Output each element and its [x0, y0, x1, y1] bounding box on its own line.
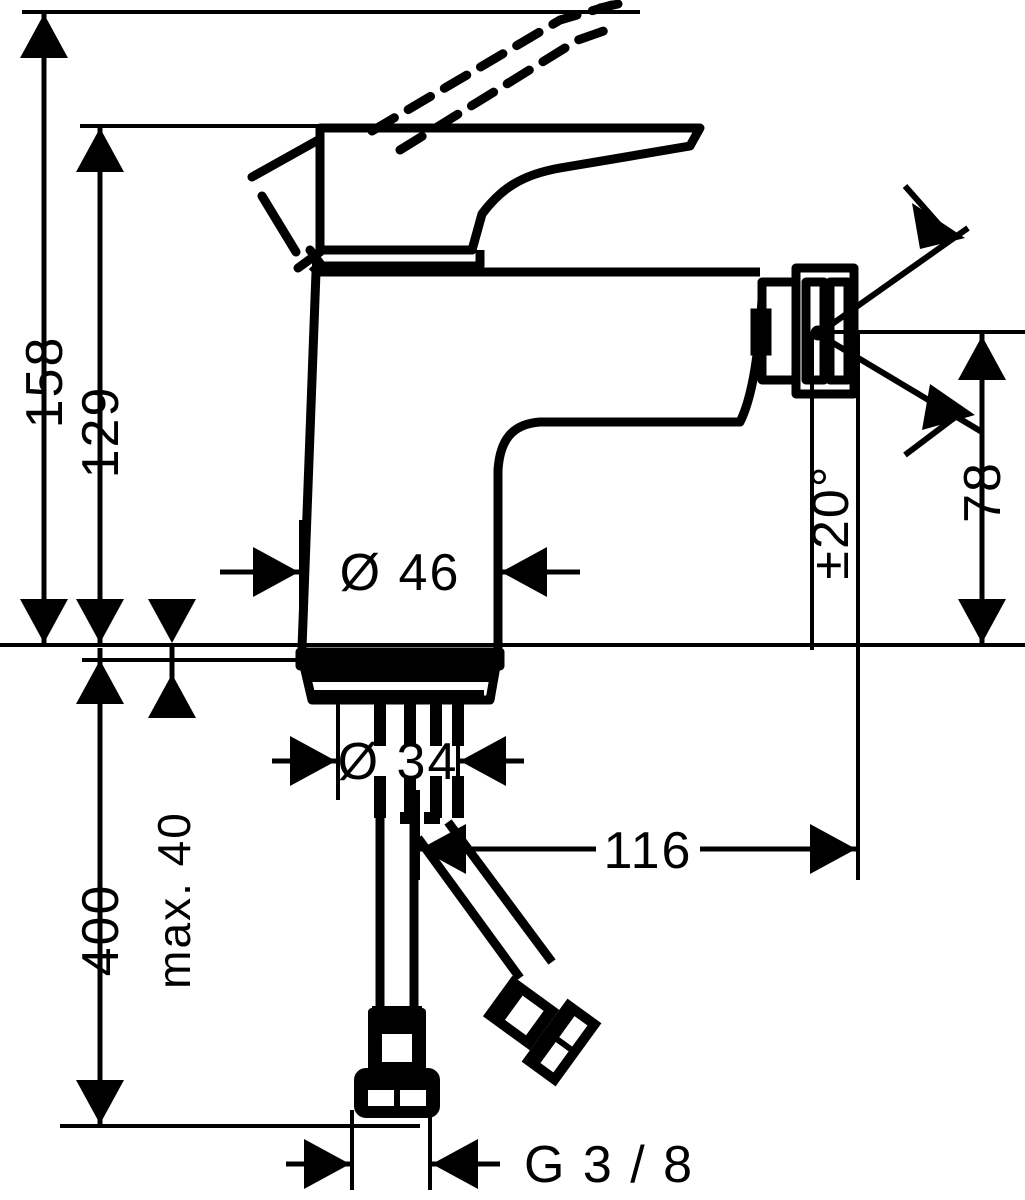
mounting-flange-fill: [300, 654, 500, 702]
dim-max40-label: max. 40: [148, 811, 200, 989]
flex-hose-right-fitting: [482, 975, 602, 1087]
dim-d46-label: Ø 46: [340, 544, 461, 602]
dim-400-label: 400: [72, 884, 130, 977]
dimension-129: 129: [72, 126, 130, 645]
dimension-78: 78: [954, 334, 1012, 645]
dimension-diameter-46: Ø 46: [220, 544, 580, 602]
threaded-shank: [374, 700, 464, 818]
dimension-158: 158: [16, 12, 74, 645]
flex-hose-left: [375, 818, 419, 1012]
dimension-max-40: max. 40: [148, 599, 200, 989]
aerator-inner-detail: [750, 308, 826, 356]
lever-raised-dashed: [367, 0, 623, 155]
lever-handle: [315, 123, 705, 255]
dimension-400: 400: [72, 648, 130, 1126]
dimension-116: 116: [420, 822, 856, 880]
dimension-diameter-34: Ø 34: [272, 733, 524, 791]
flex-hose-left-fitting-fill: [358, 1012, 436, 1114]
lever-pivot-leaders: [247, 134, 327, 273]
dim-158-label: 158: [16, 336, 74, 429]
dimension-thread-g38: G 3 / 8: [286, 1136, 694, 1194]
hose-clamp-marks: [372, 812, 440, 1016]
lever-raised-tip: [595, 0, 623, 13]
dim-129-label: 129: [72, 386, 130, 479]
dim-116-label: 116: [604, 822, 693, 880]
dim-angle-label: ±20°: [802, 464, 860, 579]
dim-g38-label: G 3 / 8: [524, 1136, 694, 1194]
dimension-swivel-angle: ±20°: [802, 184, 984, 580]
flex-hose-right: [414, 819, 556, 981]
dim-78-label: 78: [954, 461, 1012, 523]
